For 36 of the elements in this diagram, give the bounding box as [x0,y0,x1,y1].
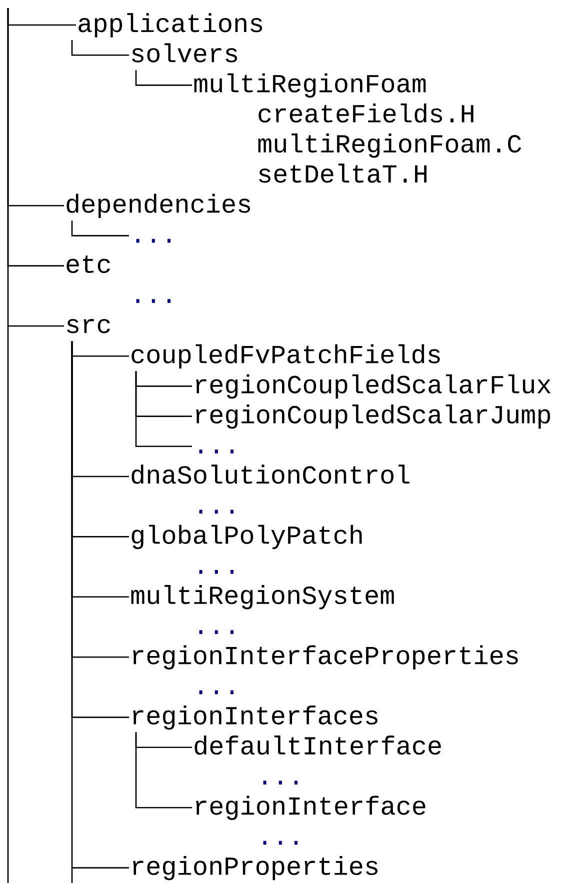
ellipsis: ... [199,690,234,694]
folder-name: regionProperties [133,856,378,880]
folder-name: solvers [132,43,238,62]
folder-name: src [67,319,110,334]
file-name: setDeltaT.H [259,164,427,183]
folder-name: regionCoupledScalarFlux [196,374,551,399]
ellipsis: ... [263,780,298,784]
folder-name: coupledFvPatchFields [132,344,440,368]
tree-line [135,371,192,448]
folder-name: globalPolyPatch [132,524,362,550]
ellipsis: ... [136,299,170,303]
tree-line [7,8,64,327]
folder-name: multiRegionSystem [131,585,394,610]
tree-line [135,70,192,86]
folder-name: defaultInterface [194,736,441,755]
folder-name: regionInterface [196,796,426,820]
folder-name: regionInterfaceProperties [133,645,518,670]
ellipsis: ... [199,510,234,514]
tree-line [71,341,129,868]
folder-name: dependencies [66,194,250,218]
folder-name: etc [66,255,110,274]
file-name: multiRegionFoam.C [258,134,522,158]
tree-line [71,40,129,56]
ellipsis: ... [263,840,298,845]
tree-line [135,732,192,808]
ellipsis: ... [136,238,170,243]
folder-name: applications [78,13,262,38]
folder-name: regionInterfaces [133,705,378,730]
folder-name: dnaSolutionControl [132,464,410,484]
ellipsis: ... [199,630,234,634]
ellipsis: ... [199,570,234,574]
file-name: createFields.H [258,103,474,123]
folder-name: regionCoupledScalarJump [196,404,550,429]
folder-name: multiRegionFoam [194,73,426,98]
tree-line [71,220,129,236]
ellipsis: ... [199,450,234,454]
